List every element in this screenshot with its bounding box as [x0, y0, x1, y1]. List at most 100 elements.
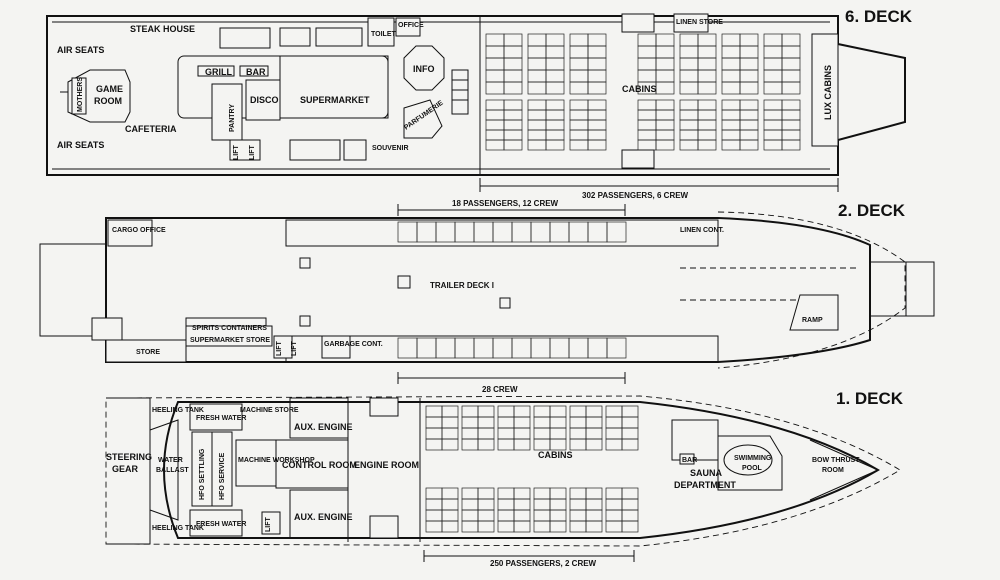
- deck6-service-room-b: [279, 27, 311, 47]
- cabin-cell: [637, 129, 657, 141]
- cabin-cell: [527, 57, 547, 71]
- linen-cont-label: LINEN CONT.: [680, 227, 724, 234]
- deck6-service-room-d: [289, 139, 341, 161]
- deck-2-title: 2. DECK: [838, 201, 906, 220]
- cabin-cell: [513, 427, 531, 440]
- steering-gear-label-2: GEAR: [112, 464, 139, 474]
- bow-thrust-label-1: BOW THRUST: [812, 457, 860, 464]
- bow-visor: [905, 261, 935, 317]
- cabin-cell: [637, 119, 657, 131]
- cabin-cell: [569, 57, 589, 71]
- supermarket-store-room: [185, 325, 273, 347]
- cabin-cell: [655, 57, 675, 71]
- cabin-cell: [781, 69, 801, 83]
- pantry-room: [211, 83, 243, 141]
- cabin-cell: [585, 416, 603, 429]
- cabin-cell: [679, 109, 699, 121]
- crew-cabin-cell: [492, 337, 513, 359]
- engine-room-label: ENGINE ROOM: [354, 460, 419, 470]
- cabin-cell: [425, 509, 443, 522]
- cabin-cell: [425, 405, 443, 418]
- crew-cabin-cell: [606, 337, 627, 359]
- cabin-cell: [569, 33, 589, 47]
- crew-cabin-cell: [416, 337, 437, 359]
- cabin-cell: [527, 139, 547, 151]
- cabin-cell: [605, 438, 623, 451]
- cabin-cell: [513, 520, 531, 533]
- cabin-cell: [739, 99, 759, 111]
- cabin-cell: [549, 487, 567, 500]
- cabin-cell: [721, 69, 741, 83]
- deck2-lift-a: [273, 335, 293, 359]
- cabin-cell: [763, 119, 783, 131]
- cabin-cell: [637, 139, 657, 151]
- cabin-cell: [549, 498, 567, 511]
- bow-thrust-label-2: ROOM: [822, 467, 844, 474]
- cabin-cell: [533, 427, 551, 440]
- cabin-cell: [721, 99, 741, 111]
- cabin-cell: [697, 139, 717, 151]
- water-ballast-label-2: BALLAST: [156, 467, 189, 474]
- spirits-containers-label: SPIRITS CONTAINERS: [192, 325, 267, 332]
- cabin-cell: [569, 427, 587, 440]
- cabin-cell: [605, 520, 623, 533]
- cabin-cell: [721, 109, 741, 121]
- bow-door: [869, 261, 907, 317]
- cabin-cell: [461, 498, 479, 511]
- cabin-cell: [527, 69, 547, 83]
- deck-1-dimension: [423, 550, 635, 562]
- lift-label-1: LIFT: [233, 145, 240, 160]
- cabin-cell: [605, 427, 623, 440]
- crew-cabin-cell: [435, 221, 456, 243]
- heeling-tank-bottom-label: HEELING TANK: [152, 525, 204, 532]
- aux-engine-top-room: [289, 397, 349, 439]
- cabin-cell: [527, 33, 547, 47]
- cabin-cell: [569, 119, 589, 131]
- store-room: [105, 339, 187, 363]
- cabin-cell: [461, 438, 479, 451]
- aux-engine-bottom-label: AUX. ENGINE: [294, 512, 353, 522]
- cabin-cell: [527, 109, 547, 121]
- cabin-cell: [763, 129, 783, 141]
- cabin-cell: [605, 487, 623, 500]
- deck-1-outer-hull: [105, 395, 901, 547]
- cabin-cell: [637, 99, 657, 111]
- bar-label-1: BAR: [682, 457, 697, 464]
- crew-cabin-cell: [492, 221, 513, 243]
- cabin-cell: [545, 33, 565, 47]
- cabin-cell: [485, 81, 505, 95]
- crew-cabin-cell: [549, 337, 570, 359]
- cabin-cell: [569, 69, 589, 83]
- cabin-cell: [697, 57, 717, 71]
- cabin-cell: [549, 438, 567, 451]
- lift-label-2: LIFT: [249, 145, 256, 160]
- cabin-cell: [781, 109, 801, 121]
- cabin-cell: [477, 509, 495, 522]
- crew-cabin-cell: [511, 221, 532, 243]
- cabin-cell: [485, 139, 505, 151]
- cabin-cell: [585, 405, 603, 418]
- crew-cabin-cell: [454, 221, 475, 243]
- deck2-lift-label-2: LIFT: [291, 341, 298, 356]
- cabin-cell: [533, 438, 551, 451]
- cabin-cell: [763, 45, 783, 59]
- cabin-cell: [585, 427, 603, 440]
- cabin-cell: [679, 69, 699, 83]
- heeling-tank-top-label: HEELING TANK: [152, 407, 204, 414]
- cabin-cell: [425, 427, 443, 440]
- cabin-cell: [497, 498, 515, 511]
- deck-1-cabin-grid: [425, 405, 639, 533]
- deck-6-dimension: [479, 178, 839, 192]
- cabin-cell: [697, 69, 717, 83]
- cabin-cell: [477, 416, 495, 429]
- cabin-cell: [697, 33, 717, 47]
- cabin-cell: [545, 139, 565, 151]
- deck-6-plan: [46, 13, 906, 176]
- cabin-cell: [621, 438, 639, 451]
- cabin-cell: [569, 498, 587, 511]
- garbage-cont-room: [321, 335, 351, 359]
- cabin-cell: [587, 139, 607, 151]
- control-room-label: CONTROL ROOM: [282, 460, 357, 470]
- cabin-cell: [569, 509, 587, 522]
- cabin-cell: [497, 487, 515, 500]
